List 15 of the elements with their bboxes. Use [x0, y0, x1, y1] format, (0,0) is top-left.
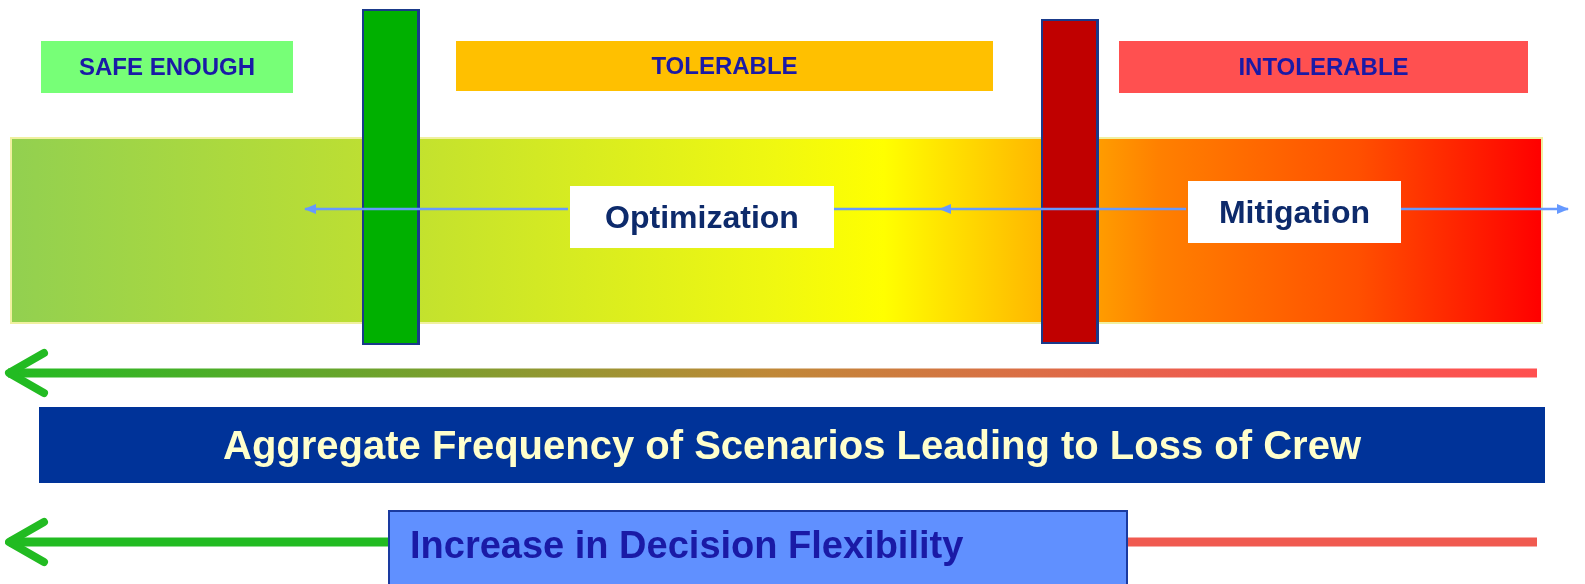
category-banner: INTOLERABLE [1119, 41, 1528, 93]
arrow [304, 204, 568, 214]
connector-line [832, 207, 940, 211]
axis-banner: Increase in Decision Flexibility [388, 510, 1128, 584]
category-banner: TOLERABLE [456, 41, 993, 91]
threshold-bar [1041, 19, 1098, 344]
arrow [939, 204, 1186, 214]
arrow [5, 518, 388, 566]
category-banner: SAFE ENOUGH [41, 41, 293, 93]
arrow [1399, 204, 1569, 214]
region-label: Optimization [570, 186, 834, 248]
risk-gradient-band [10, 137, 1543, 324]
region-label: Mitigation [1188, 181, 1401, 243]
axis-banner: Aggregate Frequency of Scenarios Leading to Loss of Crew [39, 407, 1545, 483]
threshold-bar [362, 9, 419, 345]
